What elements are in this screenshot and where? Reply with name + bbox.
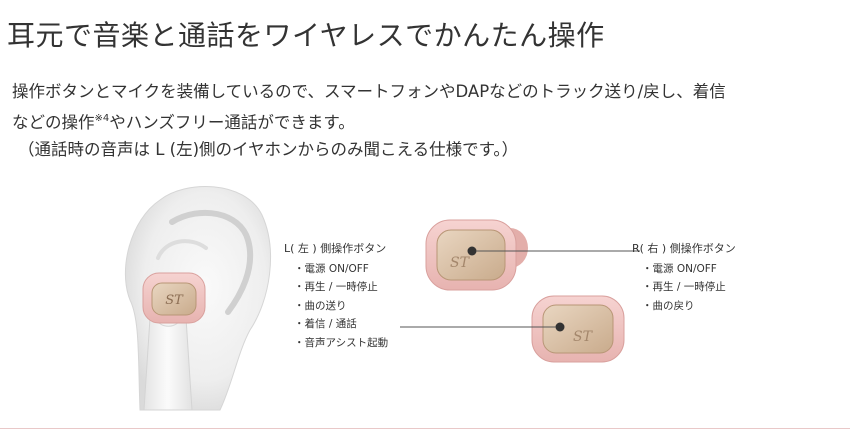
- right-function-item: ・電源 ON/OFF: [642, 262, 717, 275]
- description: 操作ボタンとマイクを装備しているので、スマートフォンやDAPなどのトラック送り/…: [12, 78, 847, 163]
- description-line-3: （通話時の音声は L (左)側のイヤホンからのみ聞こえる仕様です。）: [18, 140, 519, 159]
- description-line-2-tail: やハンズフリー通話ができます。: [109, 113, 355, 132]
- page-title: 耳元で音楽と通話をワイヤレスでかんたん操作: [7, 19, 605, 52]
- ear-graphic: [124, 186, 271, 411]
- right-button-header: R( 右 ) 側操作ボタン: [632, 242, 736, 255]
- earbud-right: ST: [425, 219, 528, 291]
- left-function-item: ・音声アシスト起動: [294, 336, 389, 349]
- earbud-left: ST: [531, 295, 625, 363]
- left-button-functions: L( 左 ) 側操作ボタン ・電源 ON/OFF ・再生 / 一時停止 ・曲の送…: [284, 240, 388, 352]
- description-line-1: 操作ボタンとマイクを装備しているので、スマートフォンやDAPなどのトラック送り/…: [12, 82, 726, 101]
- earbud-in-ear: ST: [142, 272, 206, 324]
- description-line-2: などの操作※4やハンズフリー通話ができます。: [12, 105, 847, 136]
- svg-text:ST: ST: [450, 255, 471, 271]
- left-button-header: L( 左 ) 側操作ボタン: [284, 242, 387, 255]
- svg-text:ST: ST: [573, 329, 594, 345]
- section-divider: [0, 428, 850, 429]
- left-function-item: ・曲の送り: [294, 299, 347, 312]
- right-button-functions: R( 右 ) 側操作ボタン ・電源 ON/OFF ・再生 / 一時停止 ・曲の戻…: [632, 240, 736, 315]
- finger-graphic: [143, 304, 193, 411]
- right-function-item: ・曲の戻り: [642, 299, 695, 312]
- description-line-2-text: などの操作: [12, 113, 95, 132]
- left-function-item: ・再生 / 一時停止: [294, 281, 378, 293]
- left-function-item: ・電源 ON/OFF: [294, 262, 369, 275]
- left-function-item: ・着信 / 通話: [294, 318, 357, 330]
- right-function-item: ・再生 / 一時停止: [642, 281, 726, 293]
- svg-text:ST: ST: [165, 293, 184, 308]
- footnote-ref: ※4: [94, 113, 110, 124]
